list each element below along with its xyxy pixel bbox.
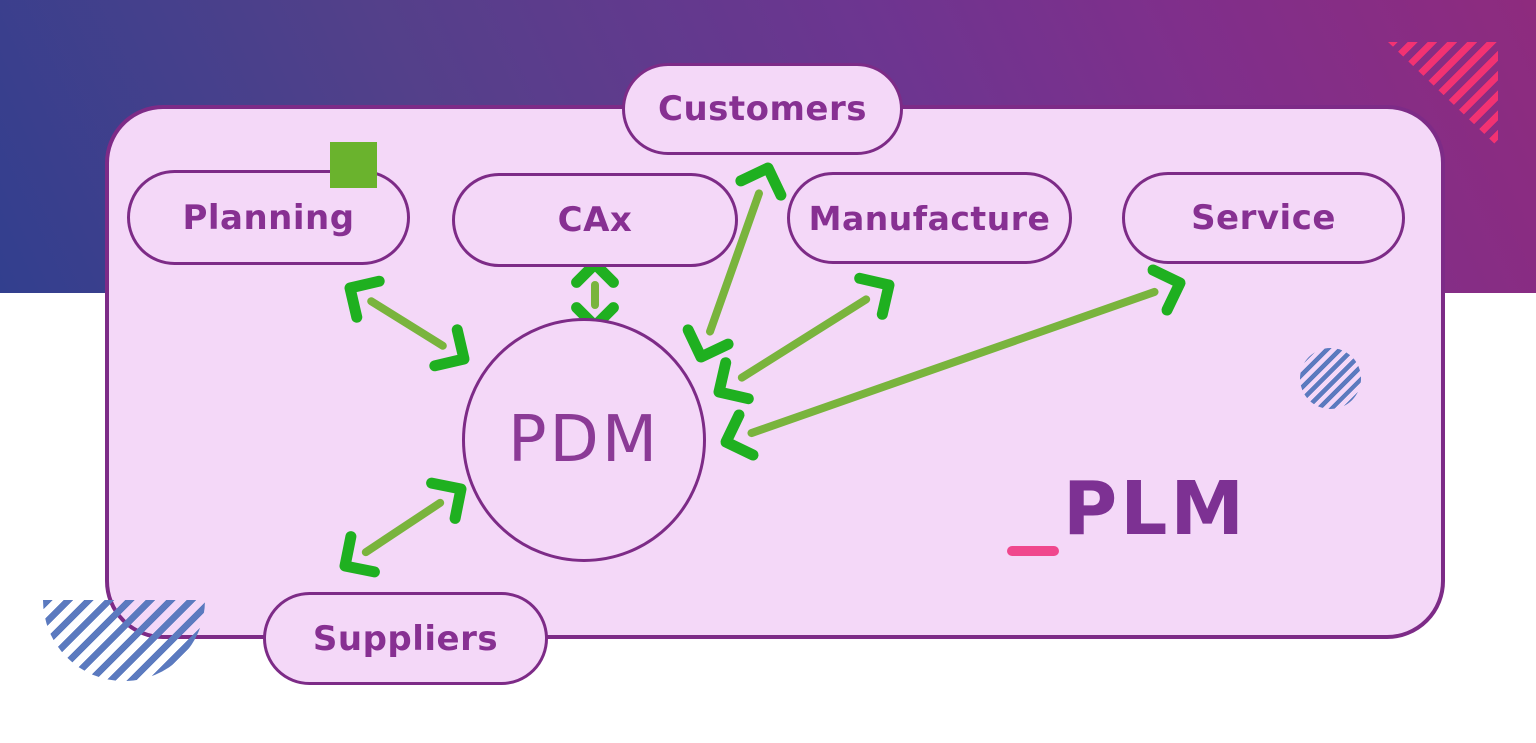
arrow-shaft-customers-pdm [706, 189, 763, 336]
node-manufacture-label: Manufacture [808, 198, 1051, 238]
arrow-shaft-planning-pdm [367, 297, 447, 350]
node-manufacture: Manufacture [787, 172, 1072, 264]
arrow-head-manufacture-pdm-start [854, 272, 895, 320]
arrow-head-planning-pdm-end [429, 324, 470, 372]
node-cax-label: CAx [557, 200, 633, 240]
arrow-head-suppliers-pdm-end [426, 477, 467, 524]
node-customers-label: Customers [658, 89, 867, 129]
arrow-head-service-pdm-end [720, 409, 759, 461]
plm-logo: PLM [1005, 466, 1265, 566]
node-cax: CAx [452, 173, 738, 267]
arrow-shaft-suppliers-pdm [361, 498, 445, 557]
node-service: Service [1122, 172, 1405, 264]
arrow-head-customers-pdm-end [682, 324, 734, 363]
node-customers: Customers [622, 63, 903, 155]
plm-logo-text: PLM [1063, 466, 1248, 552]
arrow-shaft-manufacture-pdm [737, 295, 871, 382]
node-suppliers-label: Suppliers [312, 618, 499, 659]
blue-striped-circle-decoration [1300, 348, 1361, 409]
plm-logo-underscore [1007, 546, 1059, 556]
arrow-head-suppliers-pdm-start [339, 531, 380, 578]
node-pdm-label: PDM [507, 403, 661, 477]
node-suppliers: Suppliers [263, 592, 548, 685]
node-service-label: Service [1191, 198, 1336, 238]
arrow-head-service-pdm-start [1147, 264, 1186, 316]
arrow-head-planning-pdm-start [344, 275, 385, 323]
arrow-head-customers-pdm-start [735, 162, 787, 201]
green-square-decoration [330, 142, 377, 188]
node-planning-label: Planning [182, 197, 355, 238]
node-pdm-circle: PDM [462, 318, 706, 562]
arrow-head-manufacture-pdm-end [713, 357, 754, 405]
arrow-shaft-service-pdm [747, 287, 1159, 438]
